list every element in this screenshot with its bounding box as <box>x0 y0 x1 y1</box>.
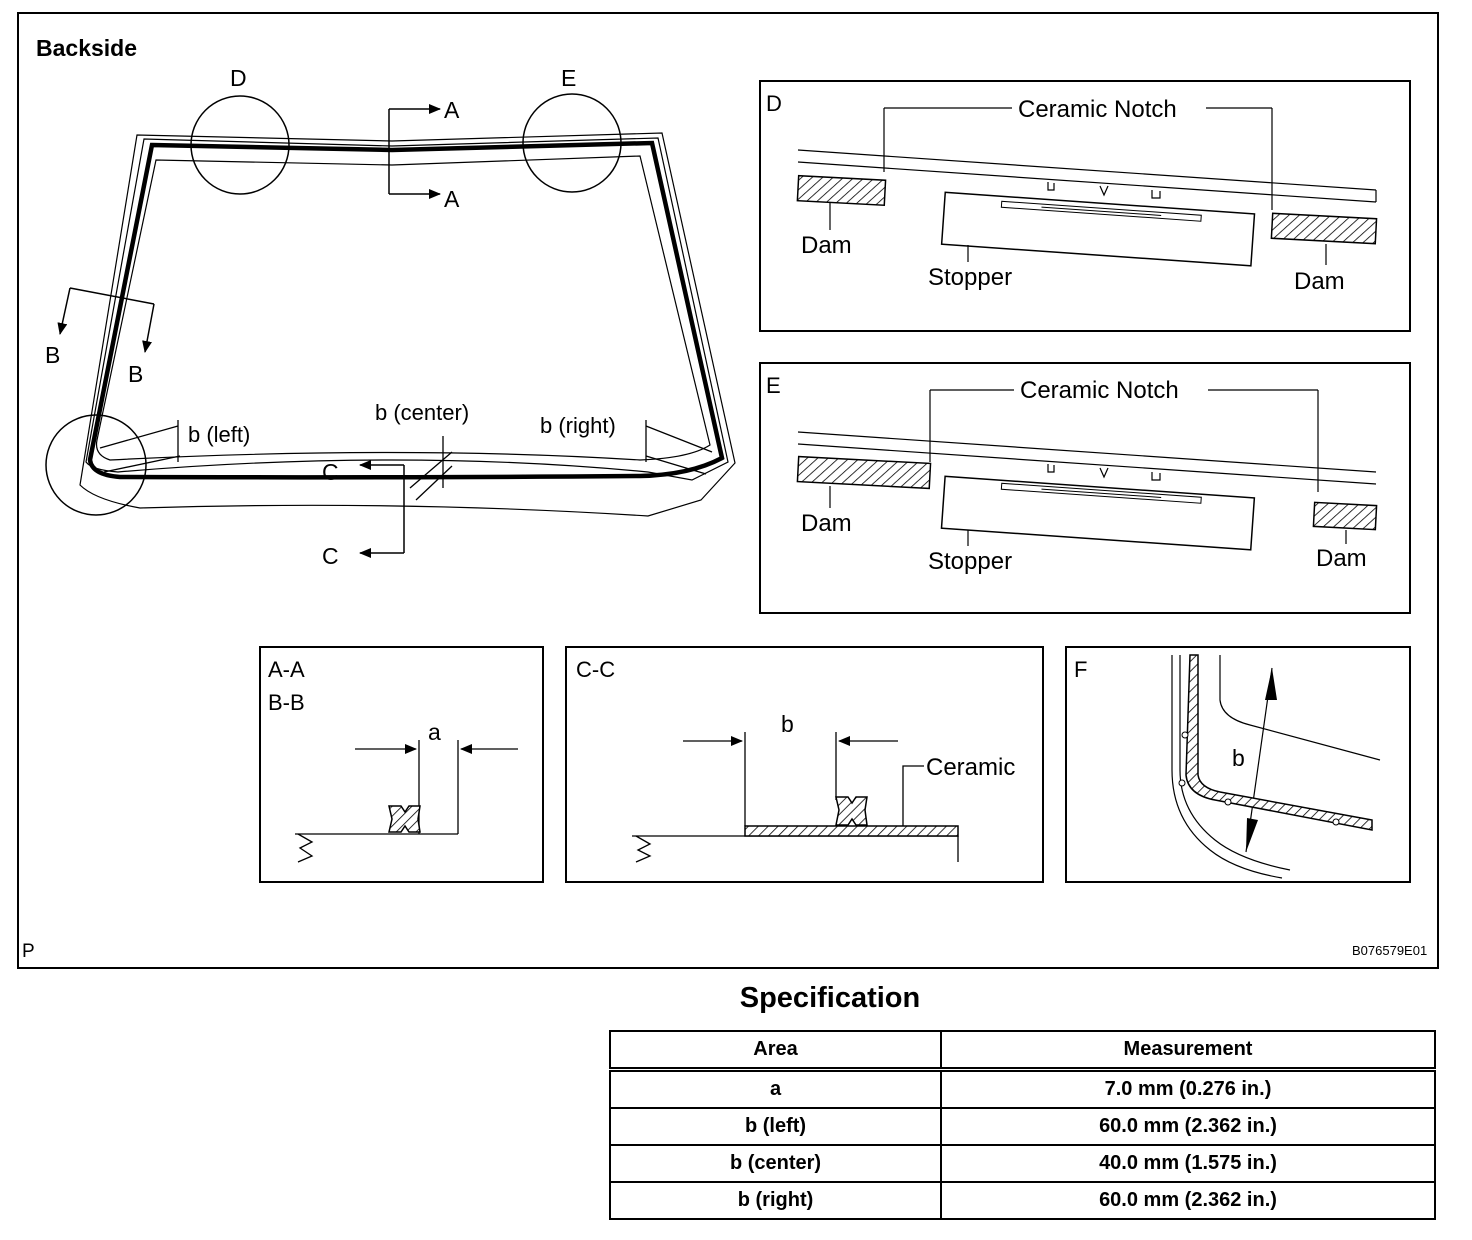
circle-label-d: D <box>230 65 247 91</box>
detail-d-panel: D Ceramic Notch Dam Stopper Dam <box>759 80 1411 332</box>
section-mark-bb <box>57 287 155 353</box>
specification-title: Specification <box>739 982 921 1014</box>
area-cell: a <box>609 1068 942 1109</box>
table-header-row: Area Measurement <box>609 1030 1436 1072</box>
column-header-area: Area <box>609 1030 942 1072</box>
figure-code: B076579E01 <box>1352 943 1427 958</box>
specification-table: Area Measurement a 7.0 mm (0.276 in.) b … <box>609 1030 1436 1220</box>
section-aa-panel: A-A B-B a <box>259 646 544 883</box>
table-row: b (left) 60.0 mm (2.362 in.) <box>609 1107 1436 1146</box>
corner-code: P <box>22 941 35 962</box>
figure-frame <box>17 12 1439 969</box>
backside-label: Backside <box>36 35 137 61</box>
section-aa-title: A-A <box>268 657 305 682</box>
detail-f-panel: F b <box>1065 646 1411 883</box>
section-bb-title: B-B <box>268 690 305 715</box>
detail-d-dam-right: Dam <box>1294 268 1345 295</box>
detail-d-stopper: Stopper <box>928 264 1012 291</box>
section-label-c-bottom: C <box>322 543 339 569</box>
area-cell: b (center) <box>609 1144 942 1183</box>
windshield-diagram: Backside D E A A B B C C b (left) <box>17 12 1439 969</box>
table-row: a 7.0 mm (0.276 in.) <box>609 1068 1436 1109</box>
b-right-label: b (right) <box>540 413 616 438</box>
detail-circle-f <box>45 414 147 516</box>
section-label-b-left: B <box>45 342 60 368</box>
area-cell: b (right) <box>609 1181 942 1220</box>
detail-e-dam-left: Dam <box>801 510 852 537</box>
table-row: b (right) 60.0 mm (2.362 in.) <box>609 1181 1436 1220</box>
section-mark-cc <box>359 460 405 558</box>
column-header-measurement: Measurement <box>940 1030 1436 1072</box>
section-cc-title: C-C <box>576 657 615 682</box>
detail-d-title: D <box>766 91 782 116</box>
b-left-dimension <box>99 420 181 473</box>
detail-f-dim-b: b <box>1232 745 1245 771</box>
detail-d-dam-left: Dam <box>801 232 852 259</box>
b-center-dimension <box>409 436 453 501</box>
section-label-a-bottom: A <box>444 186 460 212</box>
detail-e-stopper: Stopper <box>928 548 1012 575</box>
measurement-cell: 40.0 mm (1.575 in.) <box>940 1144 1436 1183</box>
section-cc-panel: C-C b Ceramic <box>565 646 1044 883</box>
detail-e-panel: E Ceramic Notch Dam Stopper Dam <box>759 362 1411 614</box>
ceramic-layer <box>744 825 959 837</box>
section-cc-dim-b: b <box>781 711 794 737</box>
circle-label-e: E <box>561 65 576 91</box>
detail-e-ceramic-notch: Ceramic Notch <box>1020 377 1179 404</box>
section-mark-aa <box>388 104 441 199</box>
dam-detail-f <box>1185 654 1373 831</box>
section-aa-dim-a: a <box>428 719 441 745</box>
detail-circle-e <box>522 93 622 193</box>
b-center-label: b (center) <box>375 400 469 425</box>
measurement-cell: 7.0 mm (0.276 in.) <box>940 1068 1436 1109</box>
section-label-a-top: A <box>444 97 460 123</box>
detail-e-title: E <box>766 373 781 398</box>
measurement-cell: 60.0 mm (2.362 in.) <box>940 1181 1436 1220</box>
detail-circle-d <box>190 95 290 195</box>
section-cc-ceramic: Ceramic <box>926 754 1015 781</box>
section-label-b-right: B <box>128 361 143 387</box>
detail-f-title: F <box>1074 657 1087 682</box>
area-cell: b (left) <box>609 1107 942 1146</box>
windshield-outline <box>79 132 736 517</box>
dam-section-cc <box>835 796 868 826</box>
dam-section-aa <box>388 805 421 833</box>
table-row: b (center) 40.0 mm (1.575 in.) <box>609 1144 1436 1183</box>
b-left-label: b (left) <box>188 422 250 447</box>
section-label-c-top: C <box>322 459 339 485</box>
b-right-dimension <box>645 420 713 475</box>
measurement-cell: 60.0 mm (2.362 in.) <box>940 1107 1436 1146</box>
detail-d-ceramic-notch: Ceramic Notch <box>1018 96 1177 123</box>
detail-e-dam-right: Dam <box>1316 545 1367 572</box>
